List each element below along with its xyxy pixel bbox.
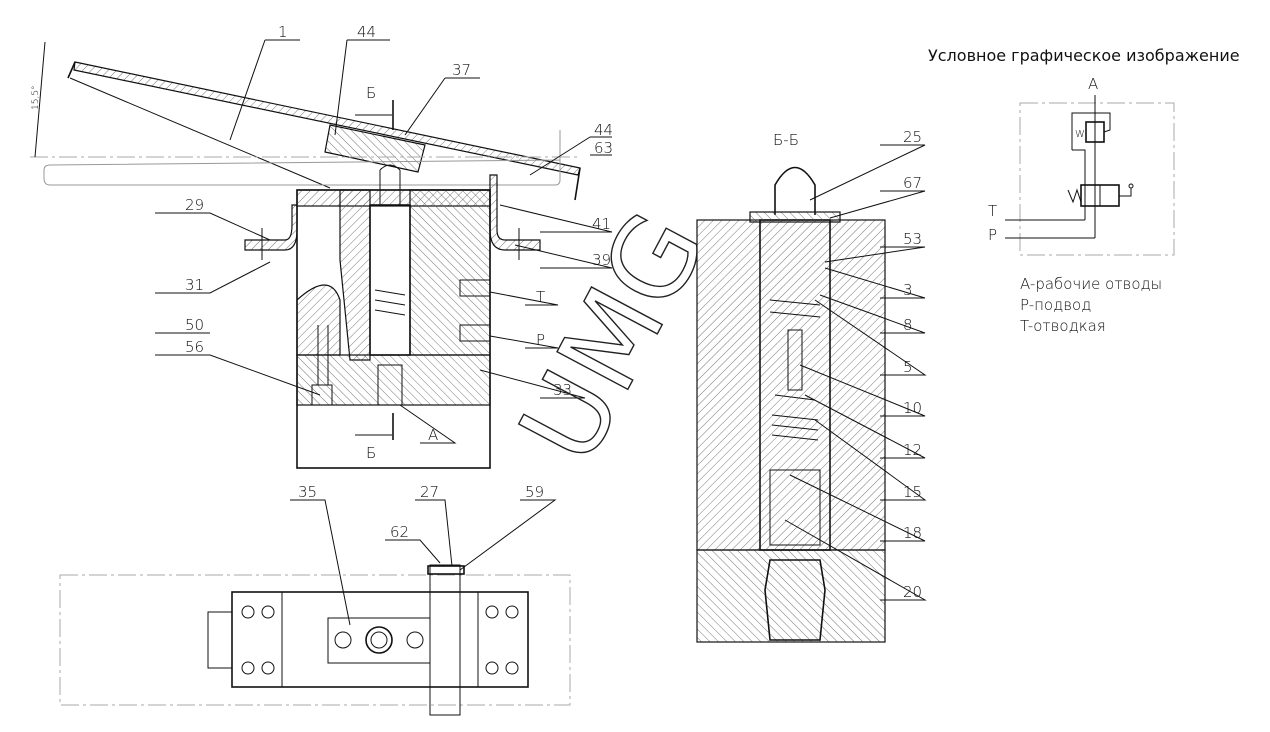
callout-port-p: P xyxy=(536,331,545,349)
section-body xyxy=(696,219,886,551)
push-button xyxy=(774,166,816,215)
section-base xyxy=(696,549,886,643)
watermark: UMG xyxy=(495,192,730,482)
callout-41: 41 xyxy=(592,215,611,233)
left-bracket xyxy=(244,204,298,251)
body-section-left xyxy=(339,189,371,361)
callout-27: 27 xyxy=(420,483,439,501)
spring-and-lever-icon xyxy=(1067,188,1132,204)
callout-50: 50 xyxy=(185,316,204,334)
callout-port-a: A xyxy=(428,426,438,444)
callout-18: 18 xyxy=(903,524,922,542)
angle-dimension-line xyxy=(34,41,46,158)
pedal-bracket xyxy=(324,124,426,173)
callout-62: 62 xyxy=(390,523,409,541)
bolt-head xyxy=(311,384,333,406)
callout-44: 44 xyxy=(357,23,376,41)
screw-icon xyxy=(334,631,352,649)
angle-dimension: 15,5° xyxy=(31,85,41,110)
callout-port-t: T xyxy=(536,288,545,306)
callout-59: 59 xyxy=(525,483,544,501)
springs xyxy=(769,299,821,441)
callout-29: 29 xyxy=(185,196,204,214)
bolt-shank xyxy=(317,325,329,385)
cover-plate xyxy=(327,617,431,664)
screw-icon xyxy=(406,631,424,649)
legend-t: T-отводкая xyxy=(1020,317,1106,335)
schematic-port-a: A xyxy=(1088,75,1098,93)
plan-body xyxy=(231,591,529,688)
callout-12: 12 xyxy=(903,441,922,459)
callout-33: 33 xyxy=(553,381,572,399)
spool xyxy=(769,469,821,546)
callout-1: 1 xyxy=(278,23,288,41)
plunger xyxy=(379,164,401,205)
pedal-ghost xyxy=(43,130,561,186)
plan-ghost-outline xyxy=(59,574,571,706)
callout-44-b: 44 xyxy=(594,121,613,139)
callout-15: 15 xyxy=(903,483,922,501)
mounting-holes xyxy=(241,605,519,675)
legend-p: P-подвод xyxy=(1020,296,1091,314)
section-port-a xyxy=(764,559,826,641)
pedal-shaft xyxy=(429,564,461,716)
stem xyxy=(787,329,803,391)
spring xyxy=(374,289,406,316)
body-section-right xyxy=(409,189,491,356)
schematic-title: Условное графическое изображение xyxy=(928,46,1240,65)
section-view: Б-Б 25 67 53 3 8 5 10 12 15 xyxy=(696,128,927,643)
spool-bore xyxy=(369,204,411,356)
plan-view: 35 27 59 62 xyxy=(59,483,571,716)
port-a-fitting xyxy=(377,364,403,406)
section-mark-top: Б xyxy=(366,84,376,102)
right-bracket xyxy=(489,174,541,251)
callout-10: 10 xyxy=(903,399,922,417)
callout-leaders xyxy=(155,39,613,444)
schematic-boundary xyxy=(1019,102,1175,256)
pedal-plate xyxy=(73,61,581,176)
callout-35: 35 xyxy=(298,483,317,501)
callout-53: 53 xyxy=(903,230,922,248)
pedal-ends xyxy=(67,61,581,201)
callout-8: 8 xyxy=(903,316,913,334)
callout-31: 31 xyxy=(185,276,204,294)
center-port xyxy=(365,626,393,654)
callout-56: 56 xyxy=(185,338,204,356)
callout-20: 20 xyxy=(903,583,922,601)
section-mark-bottom: Б xyxy=(366,444,376,462)
schematic-port-t: T xyxy=(988,202,997,220)
base-plate xyxy=(296,354,491,406)
shaft-head xyxy=(427,565,465,575)
body-section-lower xyxy=(296,284,341,356)
section-title: Б-Б xyxy=(773,131,799,149)
callout-63: 63 xyxy=(594,139,613,157)
callout-25: 25 xyxy=(903,128,922,146)
cap xyxy=(749,211,841,223)
legend-a: A-рабочие отводы xyxy=(1020,275,1162,293)
callout-67: 67 xyxy=(903,174,922,192)
port-p-fitting xyxy=(459,324,491,342)
section-leaders xyxy=(784,144,927,601)
callout-39: 39 xyxy=(592,251,611,269)
callout-37: 37 xyxy=(452,61,471,79)
callout-5: 5 xyxy=(903,358,913,376)
pedal-link xyxy=(69,77,331,189)
schematic-port-p: P xyxy=(988,226,997,244)
callout-3: 3 xyxy=(903,281,913,299)
front-view: 15,5° Б Б xyxy=(30,23,613,469)
hydraulic-schematic: Условное графическое изображение A W T P… xyxy=(928,46,1240,335)
port-t-fitting xyxy=(459,279,491,297)
svg-text:W: W xyxy=(1075,129,1085,140)
